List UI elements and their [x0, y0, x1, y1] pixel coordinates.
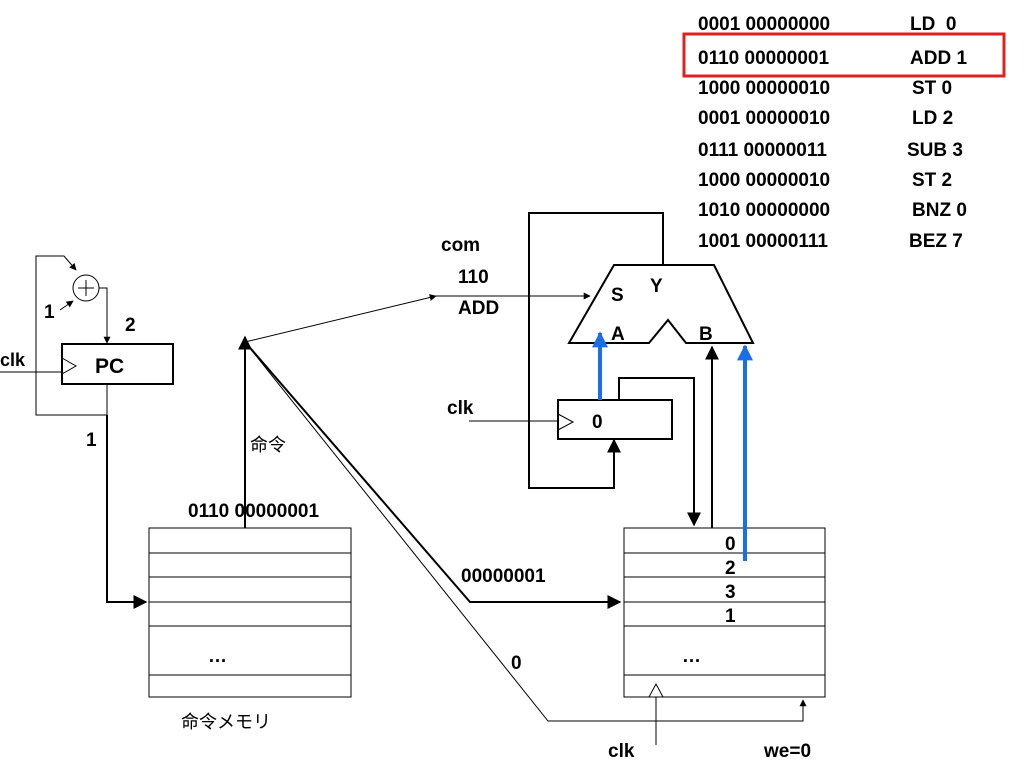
imem-box	[148, 527, 352, 698]
program-asm-7: BEZ 7	[909, 231, 963, 252]
pc-clock-triangle	[61, 357, 78, 375]
alu-b-label: B	[699, 324, 713, 345]
increment-arrow	[59, 300, 74, 311]
alu-output-feedback	[528, 212, 664, 489]
dmem-value-1: 2	[725, 558, 736, 579]
pc-increment-label: 1	[44, 302, 55, 323]
program-code-4: 0111 00000011	[698, 140, 827, 161]
program-code-7: 1001 00000111	[698, 231, 828, 252]
adder-to-pc-wire	[99, 287, 111, 344]
data-memory: 0 2 3 1 … clk we=0	[608, 344, 826, 762]
dmem-clock-triangle	[648, 682, 664, 698]
instruction-bus-label: 命令	[250, 435, 286, 456]
operand-value: 00000001	[461, 566, 546, 587]
opcode-wire	[244, 294, 437, 343]
pc-label: PC	[95, 355, 124, 378]
program-asm-5: ST 2	[912, 170, 952, 191]
pc-output-value: 1	[86, 430, 97, 451]
imem-label: 命令メモリ	[181, 712, 271, 733]
dmem-box	[623, 527, 826, 698]
accumulator-value: 0	[592, 412, 603, 433]
acc-to-dmem-wire	[618, 377, 701, 527]
operand-wire	[244, 341, 622, 609]
imem-word: 0110 00000001	[188, 501, 319, 522]
dmem-value-3: 1	[725, 606, 736, 627]
dmem-ellipsis: …	[682, 646, 701, 667]
instruction-memory: … 0110 00000001 命令メモリ 命令	[148, 335, 352, 733]
dmem-clk-label: clk	[608, 741, 635, 762]
accumulator-register	[557, 399, 673, 440]
acc-clock-triangle	[557, 413, 575, 431]
pc-register	[61, 343, 174, 385]
program-code-5: 1000 00000010	[698, 170, 830, 191]
program-code-3: 0001 00000010	[698, 108, 830, 129]
pc-next-value: 2	[125, 315, 136, 336]
alu-a-label: A	[611, 324, 625, 345]
program-asm-3: LD 2	[912, 108, 953, 129]
program-code-6: 1010 00000000	[698, 200, 830, 221]
program-asm-4: SUB 3	[907, 140, 963, 161]
op-name: ADD	[458, 298, 499, 319]
com-label: com	[441, 235, 480, 256]
pc-to-imem-wire	[106, 415, 148, 609]
program-code-1: 0110 00000001	[698, 48, 829, 69]
current-instruction-highlight	[682, 32, 1006, 78]
dmem-value-0: 0	[725, 534, 736, 555]
program-asm-1: ADD 1	[910, 48, 967, 69]
alu-s-label: S	[611, 285, 624, 306]
acc-clk-label: clk	[447, 398, 474, 419]
alu-y-label: Y	[650, 276, 663, 297]
program-code-2: 1000 00000010	[698, 78, 830, 99]
imem-ellipsis: …	[208, 646, 227, 667]
pc-section: PC clk 1 2 1	[0, 255, 174, 609]
program-asm-2: ST 0	[912, 78, 952, 99]
alu-shape	[567, 264, 755, 344]
program-listing: 0001 00000000 LD 0 0110 00000001 ADD 1 1…	[682, 14, 1006, 252]
program-code-0: 0001 00000000	[698, 14, 830, 35]
dmem-value-2: 3	[725, 582, 736, 603]
we-wire	[244, 341, 807, 722]
pc-clk-label: clk	[0, 350, 26, 370]
we-addr-value: 0	[511, 653, 522, 674]
we-label: we=0	[763, 741, 811, 762]
alu: S Y A B	[528, 212, 755, 489]
pc-feedback-wire	[35, 255, 108, 416]
opcode-value: 110	[458, 267, 489, 288]
instruction-fanout: 00000001 0 com 110 ADD	[244, 235, 807, 722]
program-asm-6: BNZ 0	[912, 200, 967, 221]
accumulator-section: 0 clk	[447, 331, 701, 527]
program-asm-0: LD 0	[910, 14, 956, 35]
